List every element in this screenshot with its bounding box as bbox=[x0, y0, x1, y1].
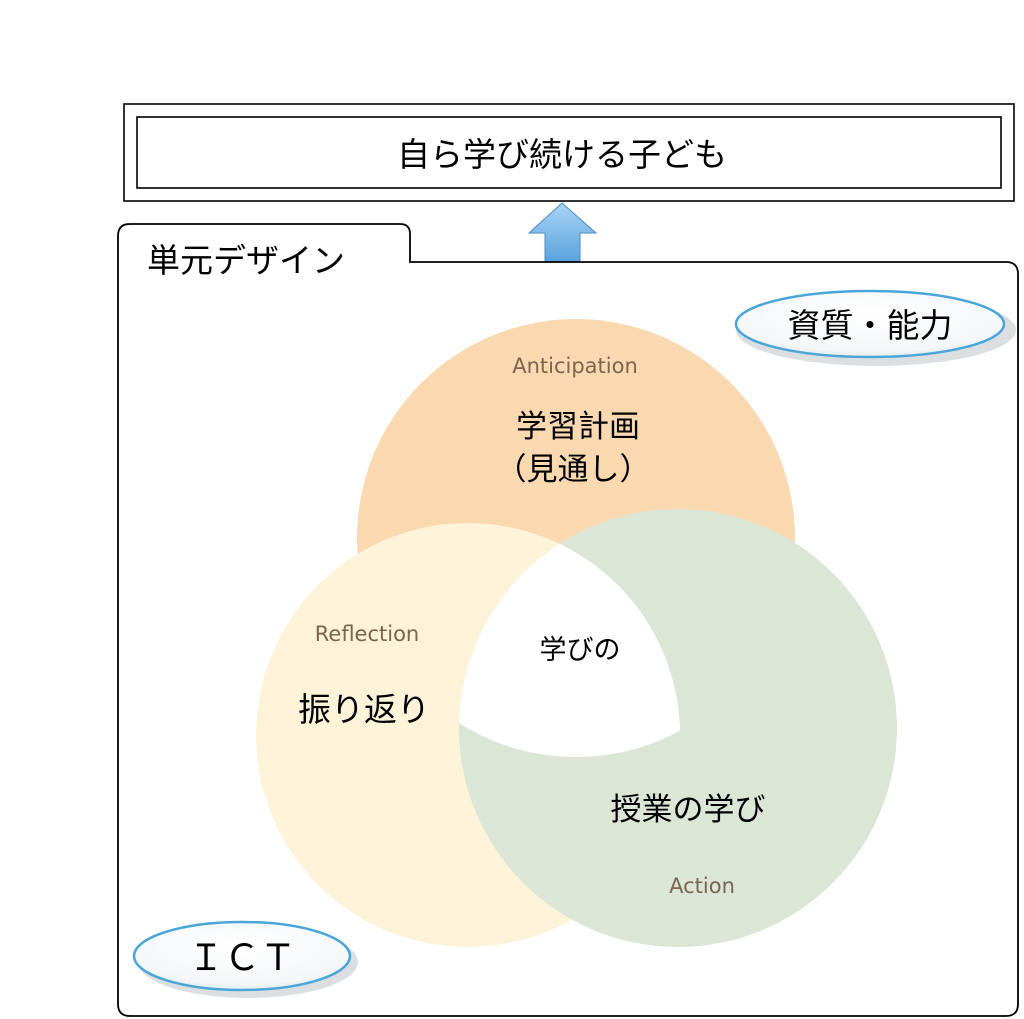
action-label: 授業の学び bbox=[611, 792, 766, 828]
goal-box: 自ら学び続ける子ども bbox=[123, 103, 1015, 202]
unit-design-label: 単元デザイン bbox=[147, 241, 345, 280]
ict-badge: ＩＣＴ bbox=[132, 920, 358, 998]
goal-label: 自ら学び続ける子ども bbox=[397, 135, 727, 174]
planning-english: Anticipation bbox=[512, 354, 638, 378]
reflection-english: Reflection bbox=[315, 622, 420, 646]
planning-label-line1: 学習計画 bbox=[516, 409, 640, 445]
planning-label-line2: （見通し） bbox=[496, 452, 651, 488]
up-arrow-icon bbox=[527, 202, 598, 263]
reflection-label: 振り返り bbox=[298, 690, 430, 729]
competency-label: 資質・能力 bbox=[788, 306, 953, 345]
competency-badge: 資質・能力 bbox=[734, 289, 1016, 366]
unit-design-frame bbox=[117, 223, 1019, 1017]
center-label: 学びの bbox=[540, 635, 621, 666]
action-english: Action bbox=[669, 874, 735, 898]
ict-label: ＩＣＴ bbox=[188, 938, 296, 979]
venn-diagram bbox=[256, 319, 897, 947]
